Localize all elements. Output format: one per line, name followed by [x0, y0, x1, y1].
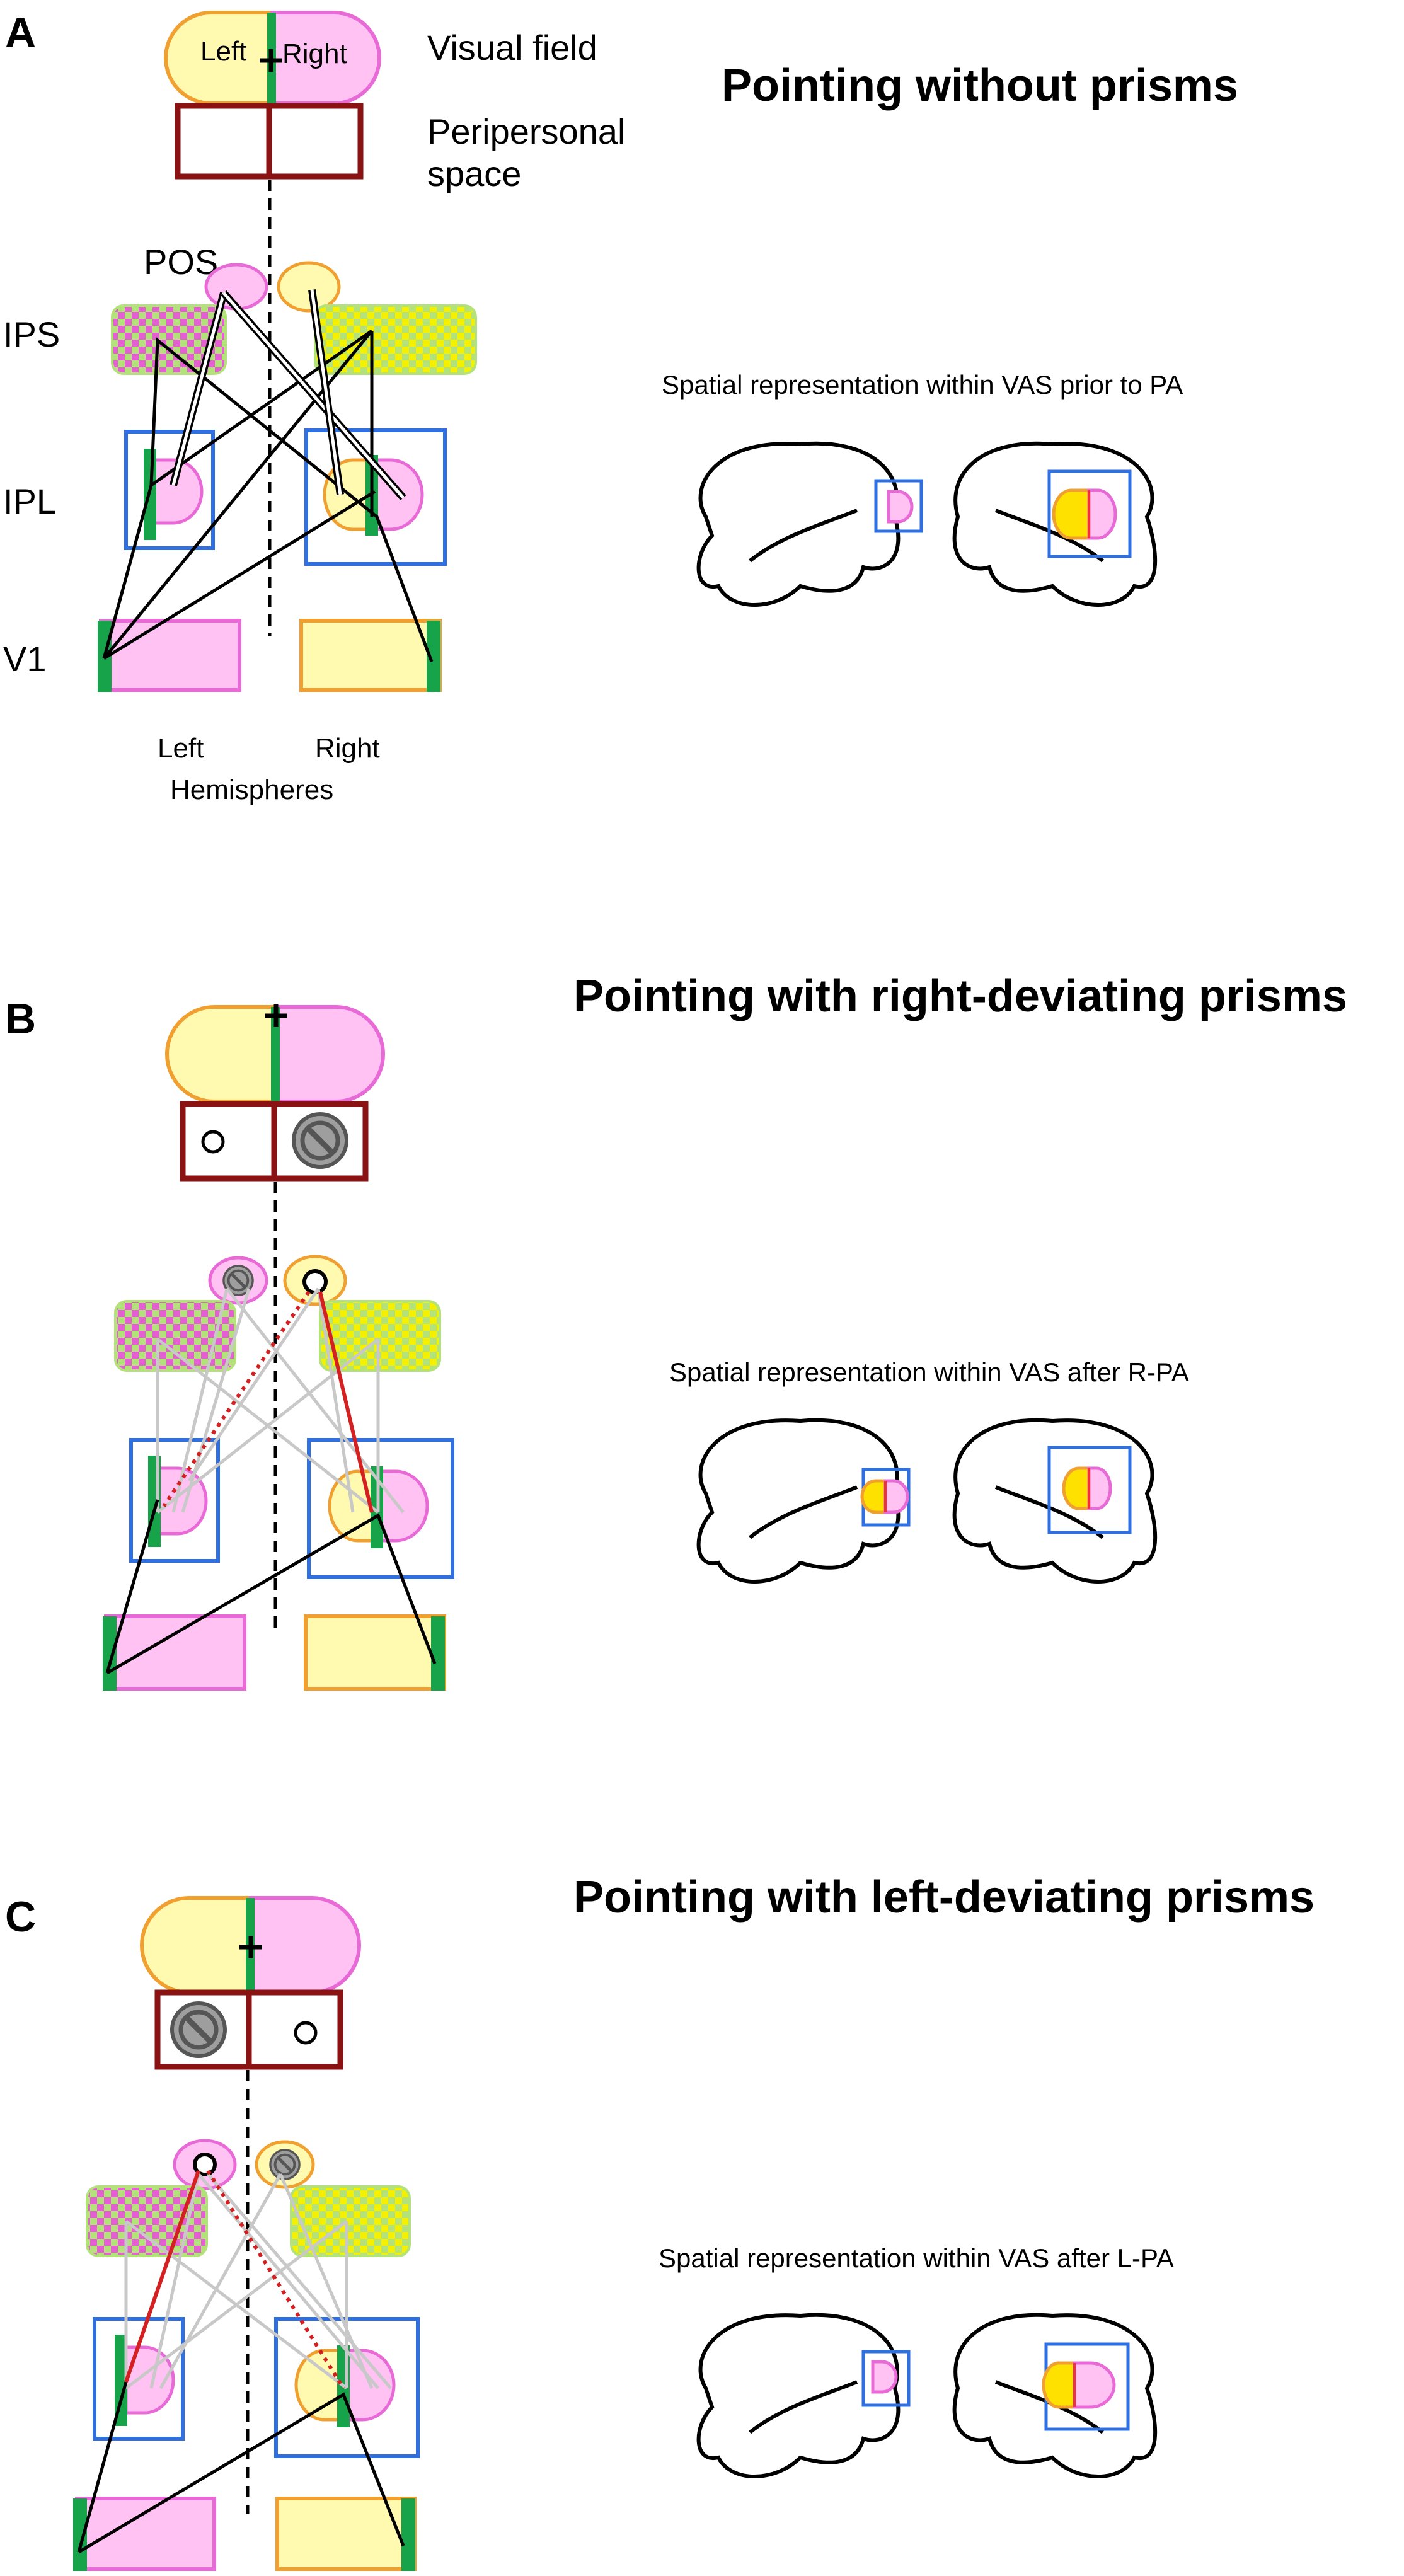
hemi-left-label: Left — [158, 733, 204, 764]
brain-outline-icon — [699, 1420, 1156, 1582]
peripersonal-label-1: Peripersonal — [427, 112, 625, 151]
fixation-cross-icon — [239, 1936, 262, 1958]
prior-connections-b — [156, 1287, 405, 1514]
caption-a: Spatial representation within VAS prior … — [662, 370, 1183, 400]
brain-outline-icon — [699, 444, 1156, 605]
v1-right-midline-c — [401, 2498, 415, 2571]
ips-right-c — [290, 2185, 411, 2257]
visual-field-label: Visual field — [427, 28, 597, 67]
v1-right-midline — [427, 621, 440, 692]
connections-c — [77, 2381, 405, 2554]
panel-title-b: Pointing with right-deviating prisms — [573, 971, 1347, 1021]
row-label-v1: V1 — [3, 639, 47, 679]
no-entry-icon — [270, 2150, 299, 2179]
peripersonal-space-box-c — [154, 1989, 343, 2070]
target-circle-icon — [193, 2153, 217, 2176]
peripersonal-label-2: space — [427, 154, 521, 193]
peripersonal-space-box — [175, 103, 364, 180]
caption-c: Spatial representation within VAS after … — [659, 2243, 1174, 2273]
panel-letter-c: C — [5, 1893, 36, 1941]
connections-a — [102, 329, 434, 662]
target-circle-icon — [201, 1130, 225, 1154]
panel-title-a: Pointing without prisms — [722, 60, 1238, 111]
ips-right-b — [319, 1300, 441, 1372]
fixation-cross-icon — [265, 1004, 287, 1027]
pos-connections-a — [170, 289, 406, 500]
v1-right-b — [304, 1614, 446, 1691]
v1-left — [99, 619, 241, 692]
v1-left-midline-b — [103, 1616, 117, 1691]
ips-right — [314, 304, 477, 375]
v1-left-midline-c — [73, 2498, 87, 2571]
visual-field-pill-b — [165, 1004, 385, 1103]
prior-connections-c — [124, 2173, 392, 2389]
v1-right-c — [275, 2497, 417, 2571]
connections-b — [105, 1499, 437, 1675]
peripersonal-space-box-b — [180, 1101, 369, 1182]
panel-letter-b: B — [5, 995, 36, 1043]
visual-field-pill: Left Right — [164, 11, 381, 105]
brain-outline-icon — [699, 2315, 1156, 2476]
ips-left — [111, 304, 227, 375]
visual-field-right-label: Right — [282, 38, 347, 69]
ipl-right — [304, 428, 447, 566]
error-line-b — [318, 1291, 374, 1513]
panel-c: C Pointing with left-deviating prisms — [5, 1872, 1315, 2571]
row-label-ipl: IPL — [3, 481, 56, 521]
pos-label: POS — [144, 242, 218, 282]
no-entry-icon — [294, 1114, 347, 1167]
panel-b: B Pointing with right-deviating prisms — [5, 971, 1347, 1691]
caption-b: Spatial representation within VAS after … — [669, 1357, 1189, 1387]
row-label-ips: IPS — [3, 314, 60, 354]
panel-a: A Pointing without prisms Left Right Vis… — [3, 9, 1238, 805]
target-circle-icon — [302, 1269, 328, 1294]
hemispheres-label: Hemispheres — [170, 774, 333, 805]
fixation-cross-icon — [260, 49, 282, 72]
visual-field-pill-c — [140, 1896, 361, 1994]
hemi-right-label: Right — [315, 733, 380, 764]
ipl-right-b — [307, 1438, 454, 1579]
ipl-left-c — [93, 2317, 185, 2441]
no-entry-icon — [172, 2003, 225, 2056]
v1-left-c — [75, 2497, 216, 2571]
pos-right — [277, 261, 341, 313]
panel-letter-a: A — [5, 9, 36, 57]
error-line-dotted-c — [206, 2170, 345, 2389]
error-line-c — [124, 2170, 200, 2383]
v1-right — [299, 619, 442, 692]
visual-field-left-label: Left — [200, 36, 246, 67]
v1-left-b — [104, 1614, 246, 1691]
v1-right-midline-b — [431, 1616, 445, 1691]
panel-title-c: Pointing with left-deviating prisms — [573, 1872, 1315, 1923]
target-circle-icon — [294, 2021, 318, 2045]
